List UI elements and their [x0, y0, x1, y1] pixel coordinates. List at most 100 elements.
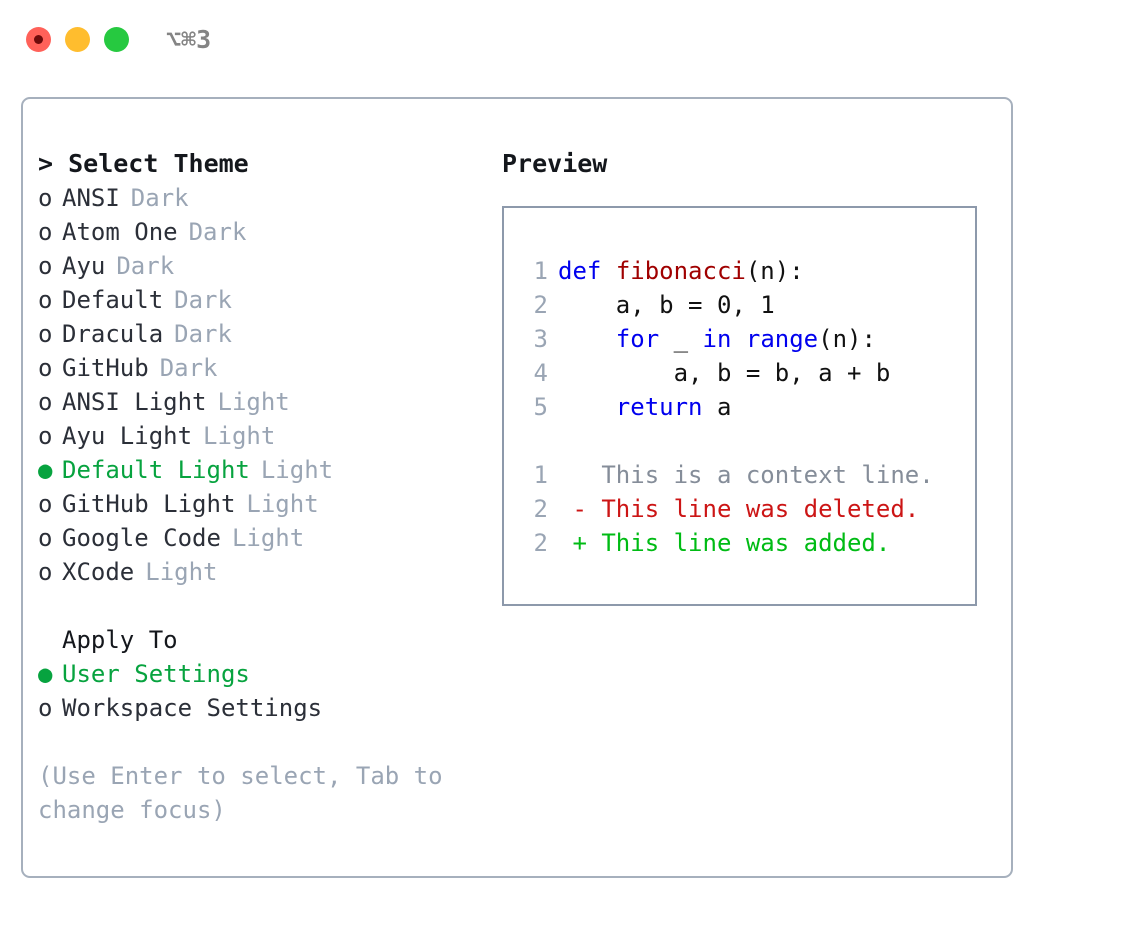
apply-to-option-label: User Settings — [62, 660, 250, 688]
line-number: 1 — [533, 461, 548, 489]
maximize-button[interactable] — [104, 26, 129, 52]
code-diff-spacer — [522, 424, 975, 458]
theme-option-variant-tag: Dark — [188, 218, 247, 246]
window-titlebar: ⌥⌘3 — [0, 0, 1140, 78]
apply-to-option-user-settings[interactable]: ● User Settings — [38, 657, 488, 691]
radio-unselected-icon: o — [38, 490, 53, 518]
code-token: _ — [659, 325, 703, 353]
theme-option-label: Ayu Light — [62, 422, 193, 450]
code-token: a, b = 0, 1 — [558, 291, 775, 319]
code-token: for — [615, 325, 660, 353]
line-number: 5 — [533, 393, 548, 421]
code-token: range — [745, 325, 819, 353]
theme-option-variant-tag: Light — [217, 388, 290, 416]
theme-option-label: GitHub Light — [62, 490, 236, 518]
theme-option-ayu-light[interactable]: o Ayu Light Light — [38, 419, 488, 453]
theme-option-label: GitHub — [62, 354, 149, 382]
line-number: 3 — [533, 325, 548, 353]
radio-unselected-icon: o — [38, 422, 53, 450]
theme-option-github[interactable]: o GitHub Dark — [38, 351, 488, 385]
theme-option-variant-tag: Dark — [174, 286, 232, 314]
theme-option-variant-tag: Light — [246, 490, 319, 518]
radio-unselected-icon: o — [38, 286, 53, 314]
keyboard-hint-text: (Use Enter to select, Tab to change focu… — [38, 762, 443, 824]
code-token — [731, 325, 745, 353]
theme-option-variant-tag: Dark — [159, 354, 218, 382]
diff-sample: 1 This is a context line. 2 - This line w… — [522, 458, 975, 560]
select-theme-header: > Select Theme — [38, 149, 249, 178]
apply-to-header: Apply To — [62, 626, 178, 654]
theme-option-variant-tag: Light — [145, 558, 218, 586]
theme-option-xcode[interactable]: o XCode Light — [38, 555, 488, 589]
theme-option-default[interactable]: o Default Dark — [38, 283, 488, 317]
code-token: fibonacci — [615, 257, 746, 285]
line-number: 2 — [533, 291, 548, 319]
diff-line-text: This is a context line. — [558, 461, 934, 489]
code-token: a, b = b, a + b — [558, 359, 891, 387]
radio-unselected-icon: o — [38, 558, 53, 586]
diff-line-text: - This line was deleted. — [558, 495, 920, 523]
theme-option-variant-tag: Dark — [116, 252, 175, 280]
theme-option-label: Default — [62, 286, 164, 314]
code-token: return — [615, 393, 703, 421]
apply-to-option-label: Workspace Settings — [62, 694, 323, 722]
theme-option-atom-one[interactable]: o Atom One Dark — [38, 215, 488, 249]
theme-option-label: Dracula — [62, 320, 164, 348]
theme-option-label: Google Code — [62, 524, 221, 552]
code-token — [558, 393, 616, 421]
radio-unselected-icon: o — [38, 252, 53, 280]
radio-unselected-icon: o — [38, 694, 53, 722]
theme-option-variant-tag: Dark — [130, 184, 189, 212]
theme-option-label: Atom One — [62, 218, 178, 246]
radio-unselected-icon: o — [38, 184, 53, 212]
code-token: in — [702, 325, 732, 353]
minimize-button[interactable] — [65, 26, 90, 52]
code-token: a — [702, 393, 732, 421]
radio-unselected-icon: o — [38, 218, 53, 246]
code-line: 2 a, b = 0, 1 — [522, 288, 975, 322]
theme-option-label: ANSI Light — [62, 388, 207, 416]
code-line: 4 a, b = b, a + b — [522, 356, 975, 390]
radio-unselected-icon: o — [38, 354, 53, 382]
apply-to-option-workspace-settings[interactable]: o Workspace Settings — [38, 691, 488, 725]
close-button[interactable] — [26, 26, 51, 52]
diff-line-text: + This line was added. — [558, 529, 891, 557]
theme-option-variant-tag: Light — [203, 422, 276, 450]
theme-option-dracula[interactable]: o Dracula Dark — [38, 317, 488, 351]
radio-unselected-icon: o — [38, 388, 53, 416]
theme-option-ayu[interactable]: o Ayu Dark — [38, 249, 488, 283]
theme-option-github-light[interactable]: o GitHub Light Light — [38, 487, 488, 521]
theme-option-label: Ayu — [62, 252, 106, 280]
keyboard-shortcut-label: ⌥⌘3 — [166, 24, 212, 54]
code-token: def — [558, 257, 602, 285]
theme-option-label: Default Light — [62, 456, 250, 484]
line-number: 4 — [533, 359, 548, 387]
radio-unselected-icon: o — [38, 320, 53, 348]
diff-line-add: 2 + This line was added. — [522, 526, 975, 560]
theme-option-ansi-light[interactable]: o ANSI Light Light — [38, 385, 488, 419]
line-number: 2 — [533, 529, 548, 557]
code-token — [601, 257, 615, 285]
theme-option-variant-tag: Light — [260, 456, 334, 484]
section-spacer — [38, 589, 488, 623]
preview-header: Preview — [502, 149, 608, 178]
theme-option-default-light[interactable]: ● Default Light Light — [38, 453, 488, 487]
apply-to-options-list[interactable]: ● User Settings o Workspace Settings — [38, 657, 488, 725]
diff-line-ctx: 1 This is a context line. — [522, 458, 975, 492]
traffic-lights — [26, 26, 129, 52]
radio-selected-icon: ● — [38, 456, 53, 484]
theme-option-label: XCode — [62, 558, 135, 586]
code-line: 5 return a — [522, 390, 975, 424]
radio-selected-icon: ● — [38, 660, 53, 688]
theme-option-variant-tag: Dark — [174, 320, 232, 348]
theme-option-variant-tag: Light — [231, 524, 305, 552]
code-token: (n): — [745, 257, 804, 285]
